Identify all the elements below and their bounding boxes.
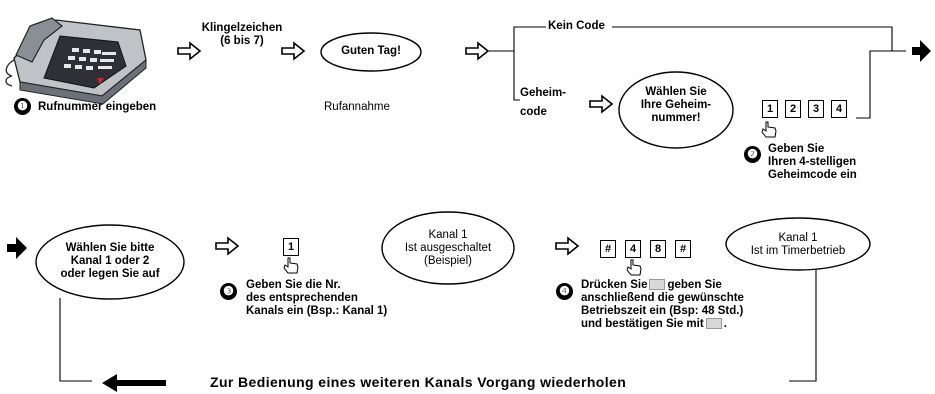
kanal-instruction: Geben Sie die Nr. des entsprechenden Kan… xyxy=(246,279,388,317)
waehlen-geheimnummer-text: Wählen Sie Ihre Geheim- nummer! xyxy=(640,86,712,124)
kein-code-label: Kein Code xyxy=(548,20,605,32)
guten-tag-text: Guten Tag! xyxy=(341,45,401,57)
timerbetrieb-text: Kanal 1 Ist im Timerbetrieb xyxy=(750,232,846,257)
speech-ellipses xyxy=(35,32,871,300)
step-number-1: ❶ xyxy=(14,98,31,115)
telephone-icon xyxy=(5,17,147,105)
klingelzeichen-label: Klingelzeichen (6 bis 7) xyxy=(201,22,283,47)
repeat-instruction: Zur Bedienung eines weiteren Kanals Vorg… xyxy=(210,374,627,390)
waehlen-kanal-text: Wählen Sie bitte Kanal 1 oder 2 oder leg… xyxy=(60,242,160,280)
ausgeschaltet-text: Kanal 1 Ist ausgeschaltet (Beispiel) xyxy=(404,229,492,267)
geheimcode-label: Geheim- code xyxy=(520,87,567,118)
timer-key-hash-1: # xyxy=(600,240,616,258)
channel-key-1: 1 xyxy=(283,238,299,256)
step-number-2: ❷ xyxy=(744,146,761,163)
rufnummer-label: Rufnummer eingeben xyxy=(38,101,157,113)
step-number-4: ❹ xyxy=(556,283,573,300)
rufannahme-label: Rufannahme xyxy=(324,101,390,113)
timer-key-4: 4 xyxy=(625,240,641,258)
timer-key-hash-2: # xyxy=(675,240,691,258)
hollow-arrow-icon xyxy=(177,42,613,255)
key-button-icon xyxy=(705,318,722,330)
code-key-2: 2 xyxy=(785,100,801,118)
code-key-1: 1 xyxy=(762,100,778,118)
solid-arrow-icon xyxy=(7,40,931,392)
code-key-4: 4 xyxy=(831,100,847,118)
geheimcode-instruction: Geben Sie Ihren 4-stelligen Geheimcode e… xyxy=(768,143,857,181)
timer-key-8: 8 xyxy=(650,240,666,258)
step-number-3: ❸ xyxy=(220,283,237,300)
hand-pointer-icon xyxy=(283,121,777,276)
connector-lines xyxy=(59,26,906,382)
key-button-icon xyxy=(649,279,666,291)
code-key-3: 3 xyxy=(808,100,824,118)
